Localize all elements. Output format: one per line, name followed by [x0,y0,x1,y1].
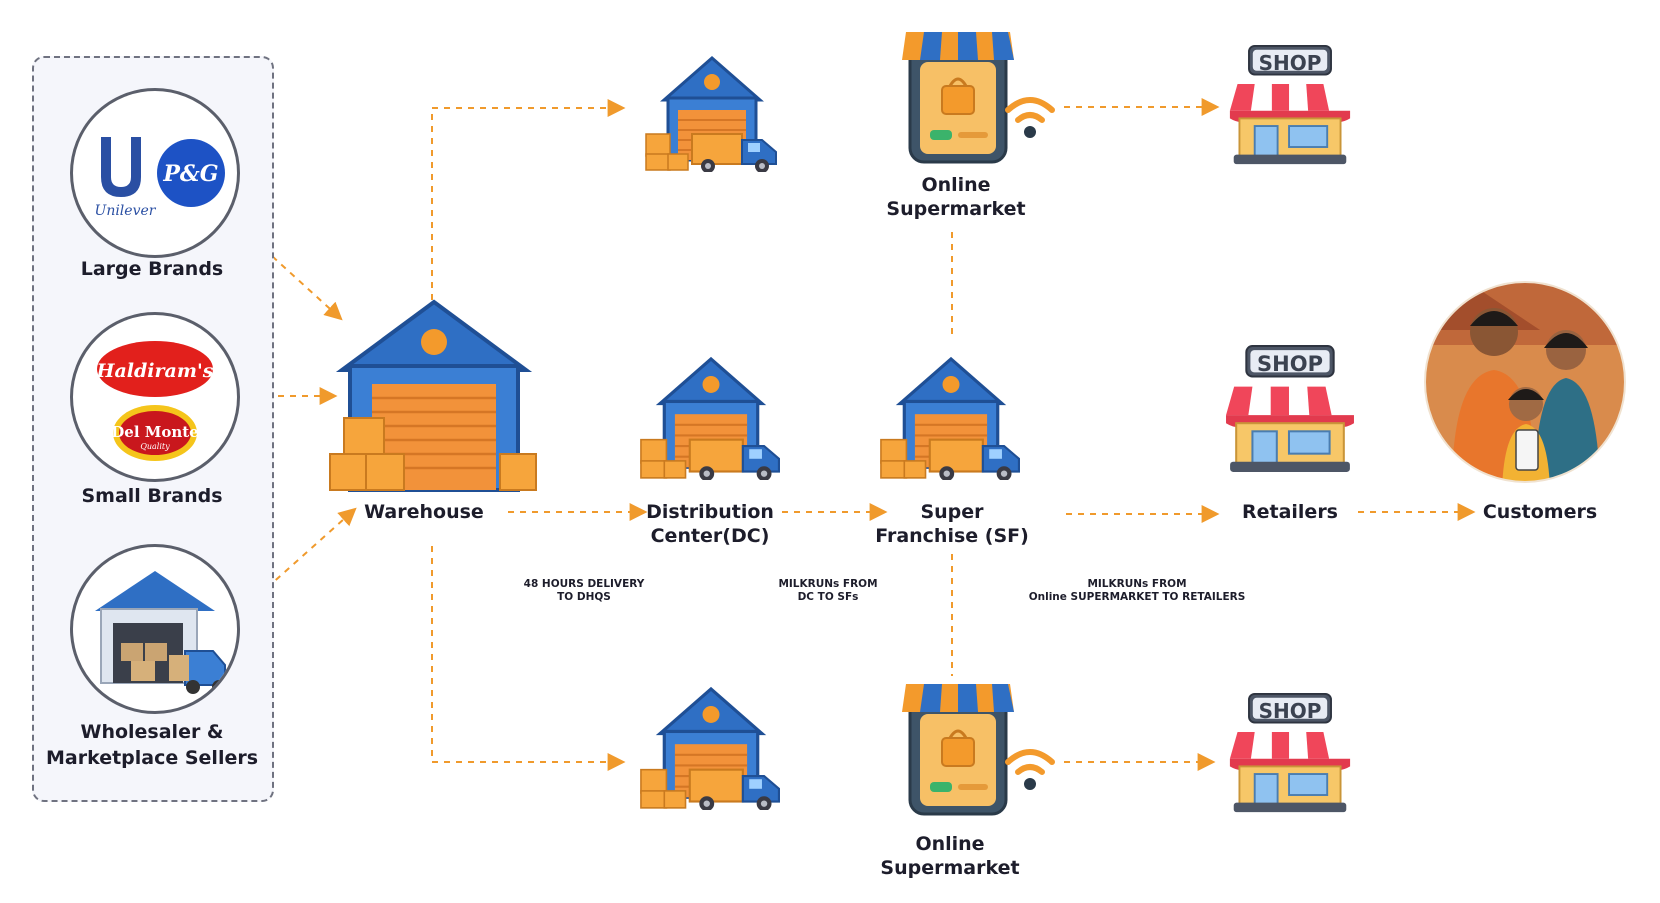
distribution-center-icon [639,357,781,480]
haldirams-logo-text: Haldiram's [96,360,214,382]
arrow-warehouse-to-top-dc [431,99,626,300]
shop-sign-bottom: SHOP [1259,699,1322,723]
pg-logo-icon [157,139,225,207]
large-brands-logo-circle: Unilever P&G [70,88,240,258]
delmonte-logo-text: Del Monte [111,423,198,441]
customers-label: Customers [1482,501,1598,523]
unilever-logo-icon [101,137,141,197]
warehouse-icon [329,299,537,492]
large-brands-logos: Unilever P&G [95,137,225,219]
small-brands-label: Small Brands [81,485,223,507]
large-brands-label: Large Brands [80,258,224,280]
bottom-distribution-warehouse-icon [639,687,781,810]
annotation-milkrun-os-line2: Online SUPERMARKET TO RETAILERS [1029,591,1246,603]
online-supermarket-bottom-icon [902,684,1052,814]
wholesalers-label-line1: Wholesaler & [80,721,224,743]
wholesaler-warehouse-icon [95,571,226,694]
arrow-warehouse-to-bottom-dc [431,546,626,771]
shop-signs: SHOP SHOP SHOP [1257,51,1323,723]
retailers-label: Retailers [1241,501,1338,523]
small-brands-logos: Haldiram's Del Monte Quality [96,341,214,461]
online-supermarket-top-label-line2: Supermarket [886,198,1026,220]
super-franchise-label-line2: Franchise (SF) [875,525,1029,547]
pg-logo-text: P&G [162,161,218,187]
annotations: 48 HOURS DELIVERY TO DHQS MILKRUNs FROM … [524,578,1246,603]
wholesalers-logo-circle [70,544,240,714]
online-supermarket-bottom-label-line2: Supermarket [880,857,1020,879]
delmonte-logo-subtext: Quality [140,442,170,451]
top-distribution-warehouse-icon [644,56,778,172]
online-supermarket-top-label-line1: Online [921,174,991,196]
distribution-center-label-line2: Center(DC) [650,525,770,547]
connector-lines [227,98,1476,771]
warehouse-label: Warehouse [364,501,484,523]
small-brands-logo-circle: Haldiram's Del Monte Quality [70,312,240,482]
super-franchise-icon [879,357,1021,480]
shop-sign-top: SHOP [1259,51,1322,75]
distribution-center-label-line1: Distribution [646,501,774,523]
customers-family-image [1424,281,1626,483]
haldirams-logo-icon [97,341,213,397]
annotation-milkrun-os-line1: MILKRUNs FROM [1087,578,1186,590]
online-supermarket-top-icon [902,32,1052,162]
super-franchise-label-line1: Super [920,501,984,523]
annotation-delivery-line1: 48 HOURS DELIVERY [524,578,645,590]
annotation-milkrun-dc-line2: DC TO SFs [798,591,859,603]
annotation-milkrun-dc-line1: MILKRUNs FROM [778,578,877,590]
shop-sign-retailers: SHOP [1257,352,1323,376]
online-supermarket-bottom-label-line1: Online [915,833,985,855]
unilever-logo-text: Unilever [95,203,157,219]
wholesalers-label-line2: Marketplace Sellers [45,747,259,769]
annotation-delivery-line2: TO DHQS [557,591,611,603]
